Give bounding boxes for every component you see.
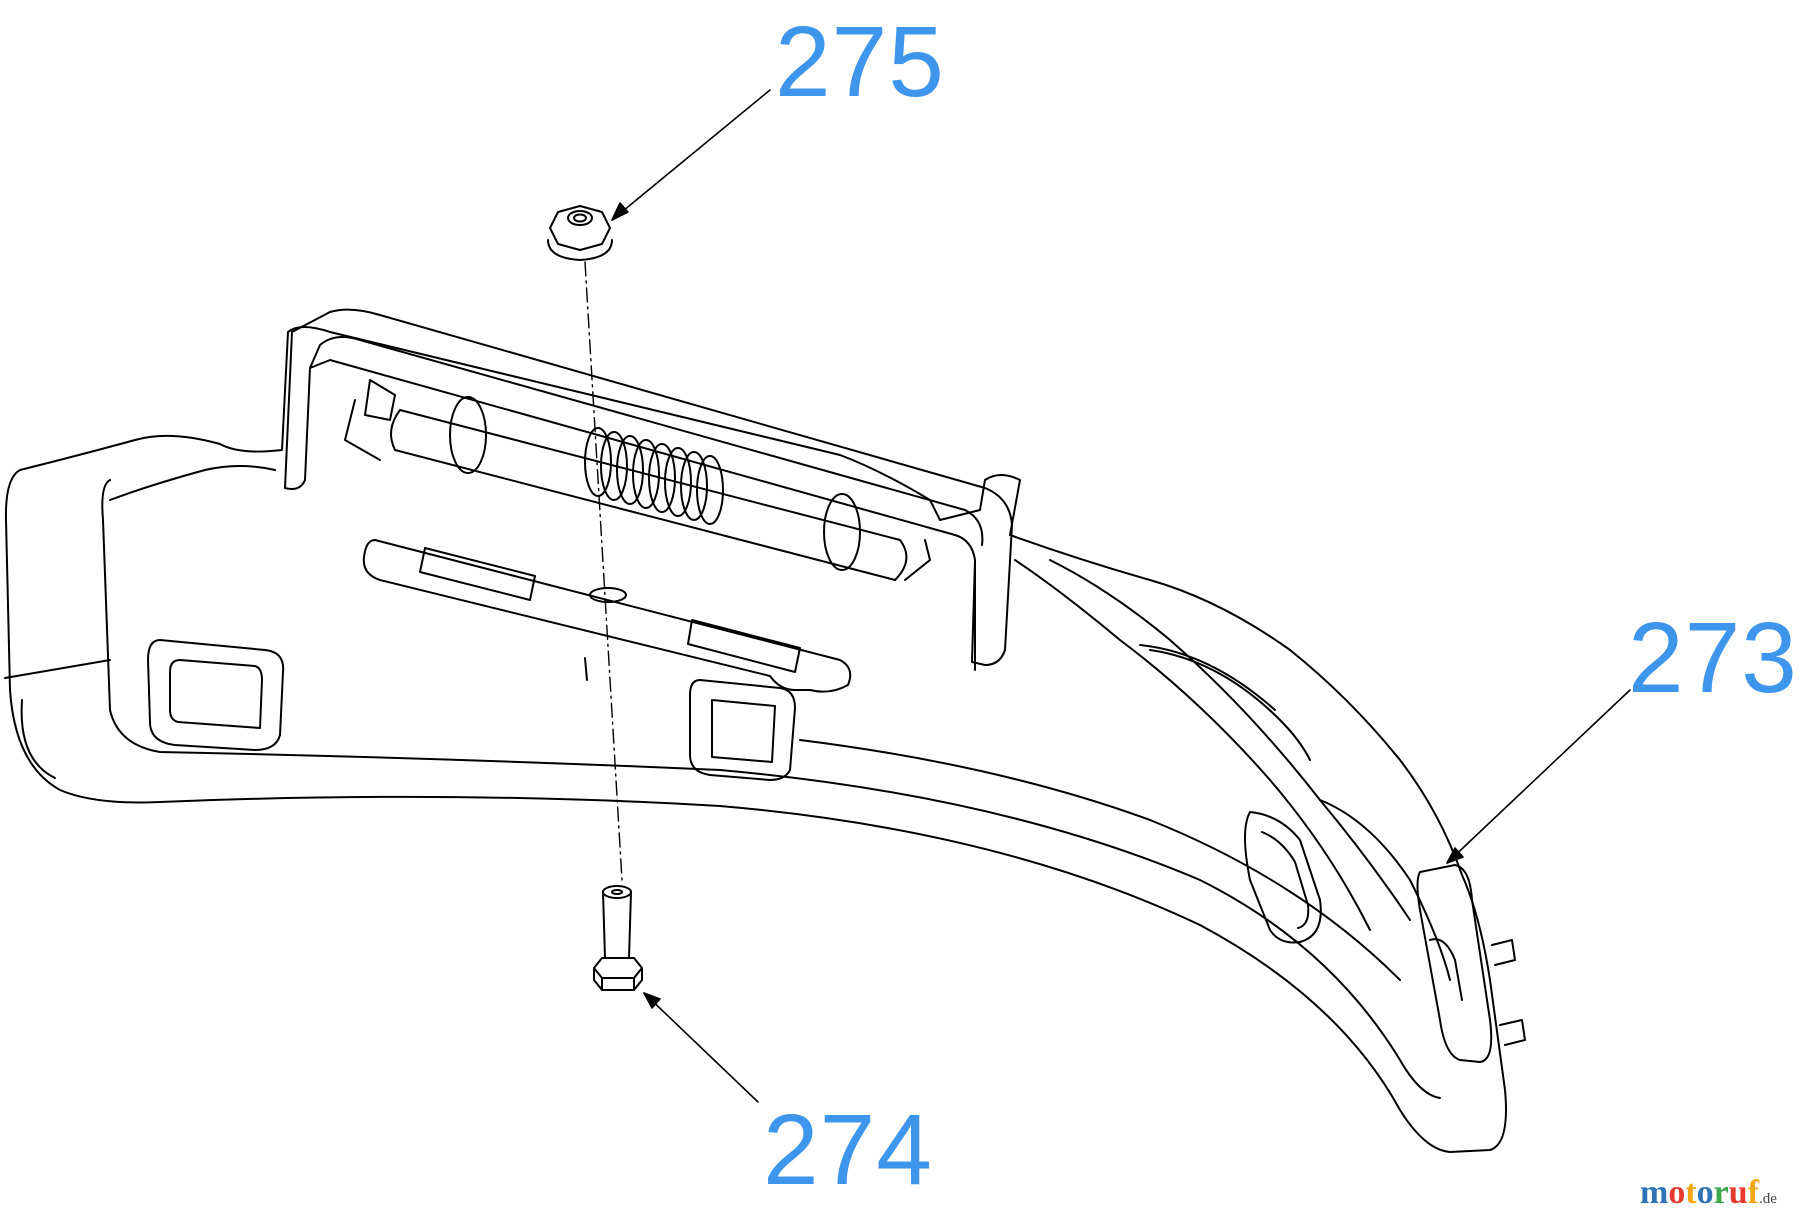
leader-line-274 [643, 992, 759, 1103]
leader-lines [611, 89, 1631, 1103]
logo-letter-r: r [1713, 1174, 1729, 1211]
housing-pockets [147, 639, 1322, 944]
leader-line-273 [1446, 689, 1631, 864]
spring-assembly [344, 379, 931, 581]
logo-letter-m: m [1640, 1174, 1669, 1211]
logo-letter-f: f [1747, 1174, 1759, 1211]
bolt-part-274 [593, 885, 643, 991]
logo-suffix: .de [1759, 1191, 1777, 1207]
leader-arrow-273 [1446, 847, 1464, 864]
leader-arrow-275 [611, 202, 629, 221]
watermark-logo: motoruf.de [1640, 1176, 1777, 1210]
leader-line-275 [611, 89, 771, 221]
hinge-frame [284, 308, 1013, 671]
callout-275: 275 [775, 6, 945, 118]
callout-274: 274 [763, 1094, 933, 1206]
logo-letter-o2: o [1696, 1174, 1714, 1211]
assembly-centerline [584, 261, 623, 881]
callout-273: 273 [1628, 602, 1798, 714]
housing-part-273 [4, 326, 1507, 1153]
leader-arrow-274 [643, 992, 661, 1009]
logo-letter-o: o [1668, 1174, 1686, 1211]
flange-nut-part-275 [547, 205, 613, 261]
logo-letter-t: t [1685, 1174, 1697, 1211]
base-plate [362, 539, 852, 693]
logo-letter-u: u [1728, 1174, 1748, 1211]
end-clip [1416, 864, 1526, 1063]
